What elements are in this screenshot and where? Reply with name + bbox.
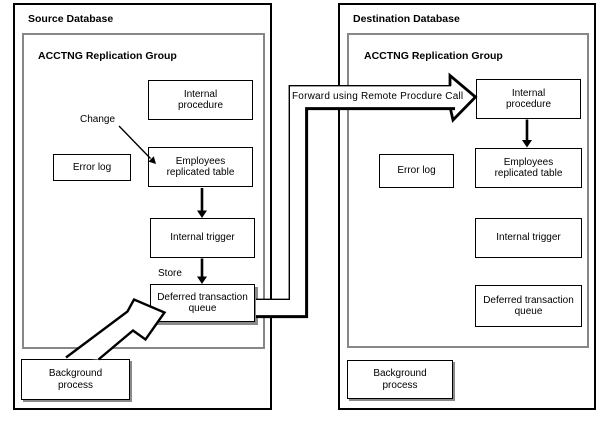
source-internal-trigger-box: Internal trigger (150, 218, 255, 258)
destination-database-title: Destination Database (353, 13, 460, 25)
destination-internal-procedure-box: Internal procedure (476, 79, 581, 119)
source-deferred-transaction-queue-box: Deferred transaction queue (150, 284, 255, 322)
change-label: Change (80, 114, 116, 125)
source-background-process-box: Background process (21, 359, 130, 400)
source-error-log-box: Error log (53, 154, 131, 181)
destination-replication-group-title: ACCTNG Replication Group (364, 50, 503, 62)
destination-background-process-box: Background process (347, 360, 453, 399)
rpc-connector-label: Forward using Remote Procdure Call (292, 91, 464, 102)
source-replication-group-title: ACCTNG Replication Group (38, 50, 177, 62)
destination-error-log-box: Error log (379, 154, 454, 188)
source-internal-procedure-box: Internal procedure (148, 80, 253, 120)
store-label: Store (158, 268, 182, 279)
destination-deferred-transaction-queue-box: Deferred transaction queue (475, 285, 582, 327)
source-database-title: Source Database (28, 13, 114, 25)
source-employees-replicated-table-box: Employees replicated table (148, 147, 253, 187)
destination-employees-replicated-table-box: Employees replicated table (475, 148, 582, 188)
destination-internal-trigger-box: Internal trigger (475, 218, 582, 258)
